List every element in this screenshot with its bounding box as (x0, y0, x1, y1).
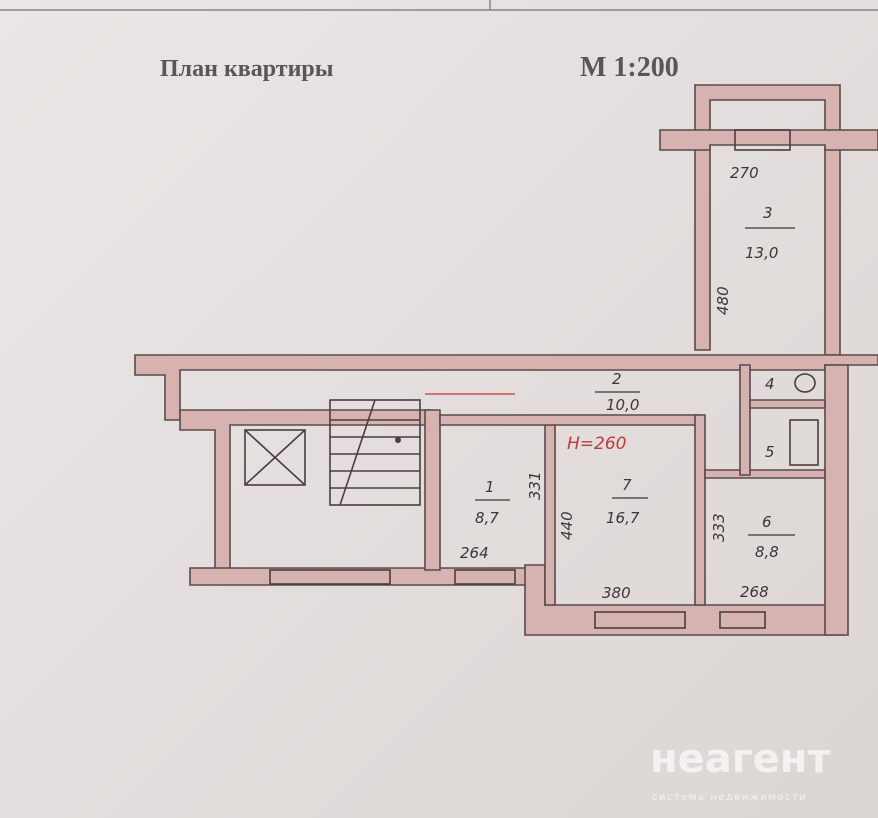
room-3-length: 480 (714, 286, 732, 315)
room-1-length: 331 (526, 471, 544, 500)
bathtub-icon (789, 419, 819, 466)
ceiling-height-note: H=260 (567, 434, 626, 454)
room-6-number: 6 (762, 513, 772, 531)
room-7-area: 16,7 (606, 509, 640, 527)
windows (269, 129, 791, 629)
room-2-number: 2 (612, 370, 622, 388)
room-1-number: 1 (485, 478, 495, 496)
room-1-width: 264 (460, 544, 489, 562)
top-strip (0, 0, 878, 11)
stairs (330, 399, 420, 506)
room-3-width: 270 (730, 164, 759, 182)
room-5-number: 5 (765, 443, 775, 461)
room-3-number: 3 (763, 204, 773, 222)
toilet-icon (794, 373, 816, 393)
room-4-number: 4 (765, 375, 775, 393)
watermark-tagline: система недвижимости (652, 792, 807, 803)
room-6-length: 333 (710, 513, 728, 542)
room-1-area: 8,7 (475, 509, 499, 527)
room-7-length: 440 (558, 511, 576, 540)
elevator-shaft (244, 429, 306, 486)
watermark-brand: неагент (650, 736, 831, 782)
room-2-area: 10,0 (606, 396, 639, 414)
room-3-area: 13,0 (745, 244, 778, 262)
room-6-area: 8,8 (755, 543, 779, 561)
walls (134, 84, 878, 636)
room-6-width: 268 (740, 583, 769, 601)
plan-title: План квартиры (160, 56, 334, 82)
room-7-width: 380 (602, 584, 631, 602)
plan-scale: М 1:200 (580, 52, 679, 83)
room-7-number: 7 (622, 476, 632, 494)
